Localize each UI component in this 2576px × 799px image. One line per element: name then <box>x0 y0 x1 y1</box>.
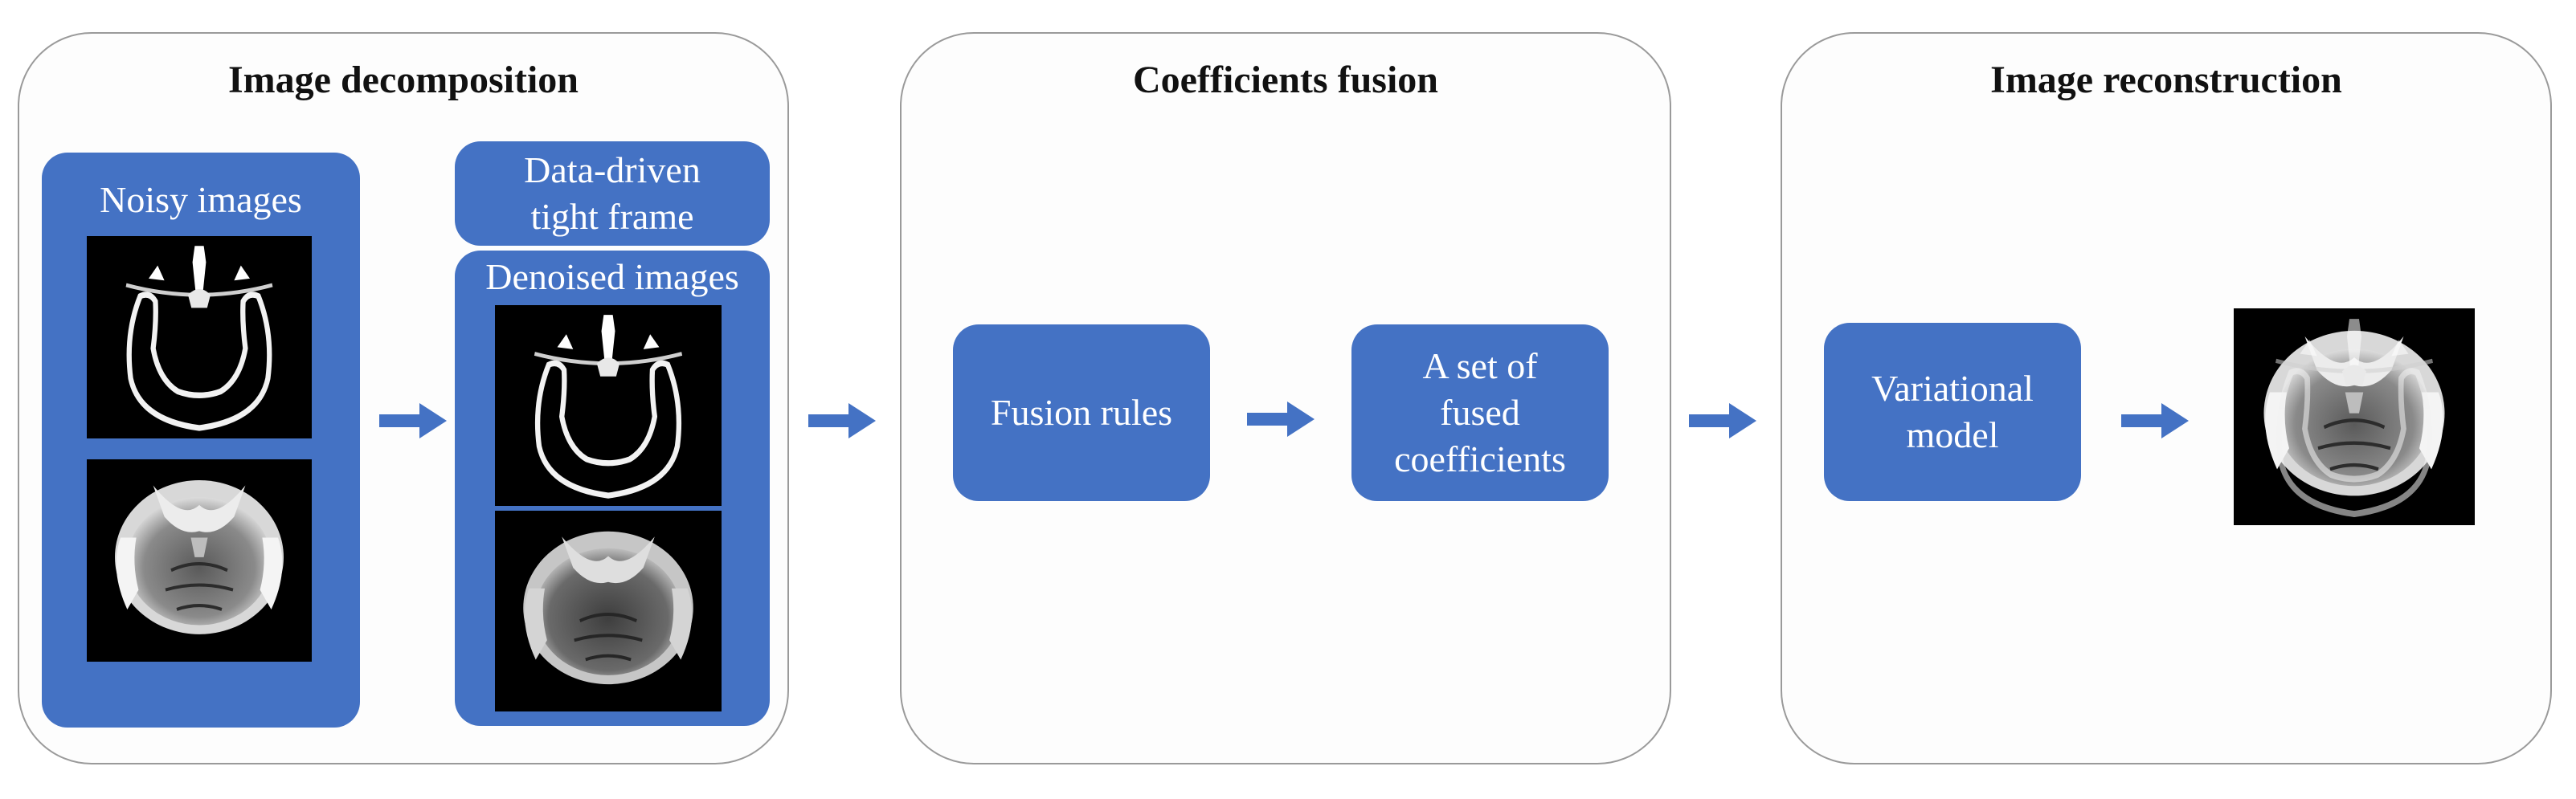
denoised-ct-image <box>495 305 722 506</box>
fused-coefficients-line1: A set of <box>1422 345 1538 386</box>
arrow-noisy-to-denoised <box>379 403 447 438</box>
fused-coefficients-box: A set of fused coefficients <box>1351 324 1609 501</box>
tight-frame-label-line1: Data-driven <box>524 149 701 190</box>
arrow-rules-to-coefficients <box>1247 402 1315 437</box>
denoised-images-label: Denoised images <box>485 256 739 297</box>
variational-model-box: Variational model <box>1824 323 2081 501</box>
fusion-rules-box: Fusion rules <box>953 324 1210 501</box>
arrow-decomposition-to-fusion <box>808 403 876 438</box>
variational-model-line2: model <box>1906 414 1999 455</box>
fused-coefficients-line3: coefficients <box>1394 438 1566 479</box>
data-driven-tight-frame-box: Data-driven tight frame <box>455 141 770 246</box>
denoised-mr-image <box>495 511 722 711</box>
fused-coefficients-line2: fused <box>1440 392 1520 433</box>
noisy-mr-image <box>87 459 312 662</box>
image-decomposition-title: Image decomposition <box>228 59 579 101</box>
fusion-rules-label: Fusion rules <box>990 392 1173 433</box>
arrow-model-to-output <box>2121 403 2189 438</box>
fused-output-image <box>2234 308 2475 525</box>
image-reconstruction-title: Image reconstruction <box>1990 59 2342 101</box>
noisy-ct-image <box>87 236 312 438</box>
coefficients-fusion-title: Coefficients fusion <box>1133 59 1438 101</box>
variational-model-line1: Variational <box>1871 368 2034 409</box>
tight-frame-label-line2: tight frame <box>530 196 694 237</box>
arrow-fusion-to-reconstruction <box>1689 403 1756 438</box>
noisy-images-label: Noisy images <box>100 179 302 220</box>
